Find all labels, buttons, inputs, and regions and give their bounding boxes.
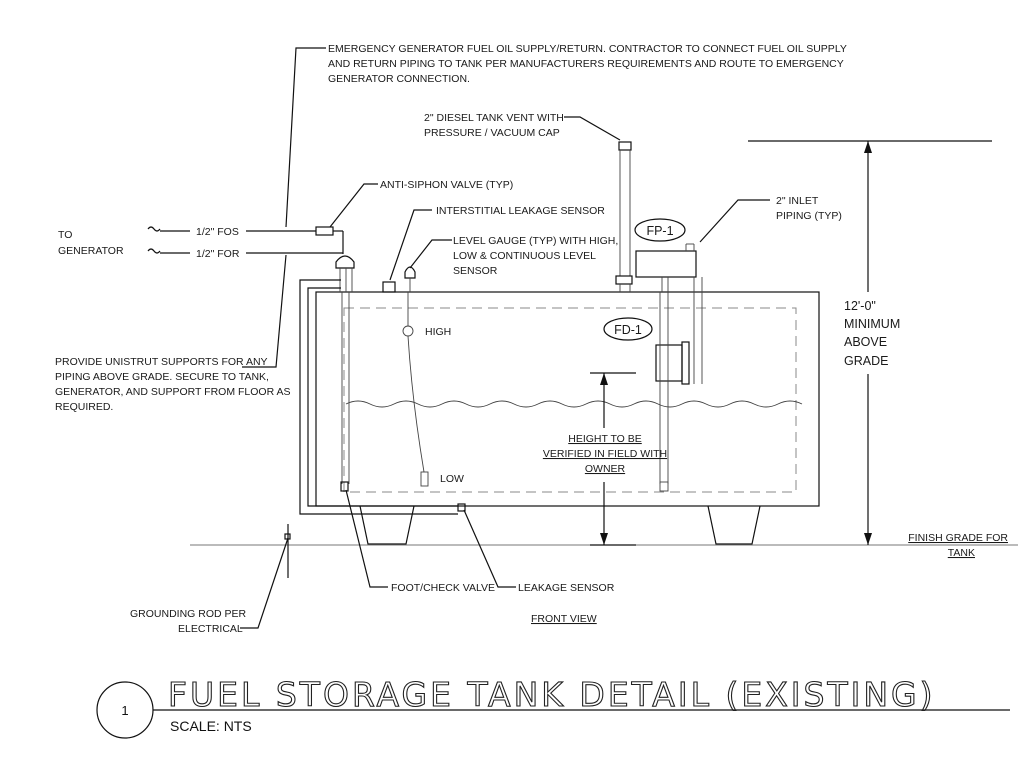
supply-return-piping — [147, 226, 466, 578]
leakage-sensor — [457, 503, 466, 512]
inlet-note-line2: PIPING (TYP) — [776, 210, 842, 222]
fd1-tag-ellipse — [603, 317, 653, 341]
front-view-label: FRONT VIEW — [531, 613, 597, 625]
inlet-note-line1: 2" INLET — [776, 195, 819, 207]
level-note-line3: SENSOR — [453, 265, 498, 277]
notes: EMERGENCY GENERATOR FUEL OIL SUPPLY/RETU… — [55, 43, 1008, 635]
unistrut-note-line4: REQUIRED. — [55, 401, 113, 413]
unistrut-note-line1: PROVIDE UNISTRUT SUPPORTS FOR ANY — [55, 356, 268, 368]
anti-siphon-valve — [315, 226, 334, 236]
low-label: LOW — [440, 473, 464, 485]
height-note-line3: OWNER — [585, 463, 626, 475]
detail-title: FUEL STORAGE TANK DETAIL (EXISTING) — [168, 675, 936, 714]
leakage-sensor-note: LEAKAGE SENSOR — [518, 582, 615, 594]
title-block: 1 FUEL STORAGE TANK DETAIL (EXISTING) SC… — [96, 674, 1010, 739]
tank-outer-shell — [315, 291, 820, 507]
finish-grade-line1: FINISH GRADE FOR — [908, 532, 1008, 544]
height-dimension — [590, 372, 636, 546]
to-generator-line2: GENERATOR — [58, 245, 124, 257]
level-note-line2: LOW & CONTINUOUS LEVEL — [453, 250, 596, 262]
foot-check-valve — [340, 481, 349, 492]
tank-saddle-left — [359, 505, 415, 545]
grounding-note-line2: ELECTRICAL — [178, 623, 243, 635]
unistrut-note-line3: GENERATOR, AND SUPPORT FROM FLOOR AS — [55, 386, 291, 398]
level-gauge-head — [404, 266, 416, 279]
height-note-line2: VERIFIED IN FIELD WITH — [543, 448, 667, 460]
tank-saddle-right — [707, 505, 761, 545]
detail-number: 1 — [121, 703, 128, 718]
leader-lines — [240, 47, 770, 629]
minimum-height-dimension — [748, 140, 992, 545]
min-height-line1: 12'-0" — [844, 299, 876, 313]
for-label: 1/2" FOR — [196, 248, 240, 260]
interstitial-note: INTERSTITIAL LEAKAGE SENSOR — [436, 205, 605, 217]
tank — [315, 291, 820, 545]
fuel-pump — [635, 243, 703, 492]
unistrut-note-line2: PIPING ABOVE GRADE. SECURE TO TANK, — [55, 371, 269, 383]
fp1-tag-ellipse — [634, 218, 686, 242]
sensors — [382, 266, 429, 487]
fp1-body — [635, 250, 697, 278]
pipe-fitting — [335, 255, 355, 269]
fd1-tag: FD-1 — [614, 323, 642, 337]
fuel-level-line — [345, 400, 803, 408]
fp1-tag: FP-1 — [646, 224, 673, 238]
fos-label: 1/2" FOS — [196, 226, 239, 238]
vent-pipe — [615, 141, 633, 292]
generator-note-line3: GENERATOR CONNECTION. — [328, 73, 470, 85]
finish-grade-line2: TANK — [948, 547, 975, 559]
high-level-float — [402, 325, 414, 337]
high-label: HIGH — [425, 326, 451, 338]
min-height-line2: MINIMUM — [844, 317, 900, 331]
generator-note-line1: EMERGENCY GENERATOR FUEL OIL SUPPLY/RETU… — [328, 43, 847, 55]
min-height-line3: ABOVE — [844, 335, 887, 349]
foot-valve-note: FOOT/CHECK VALVE — [391, 582, 495, 594]
anti-siphon-note: ANTI-SIPHON VALVE (TYP) — [380, 179, 513, 191]
generator-note-line2: AND RETURN PIPING TO TANK PER MANUFACTUR… — [328, 58, 844, 70]
to-generator-line1: TO — [58, 229, 72, 241]
vent-note-line2: PRESSURE / VACUUM CAP — [424, 127, 560, 139]
level-note-line1: LEVEL GAUGE (TYP) WITH HIGH, — [453, 235, 618, 247]
detail-scale: SCALE: NTS — [170, 718, 252, 734]
min-height-line4: GRADE — [844, 354, 888, 368]
vent-note-line1: 2" DIESEL TANK VENT WITH — [424, 112, 564, 124]
low-level-float — [420, 471, 429, 487]
tank-inner-wall — [343, 307, 797, 493]
interstitial-sensor — [382, 281, 396, 293]
height-note-line1: HEIGHT TO BE — [568, 433, 642, 445]
grounding-note-line1: GROUNDING ROD PER — [130, 608, 247, 620]
